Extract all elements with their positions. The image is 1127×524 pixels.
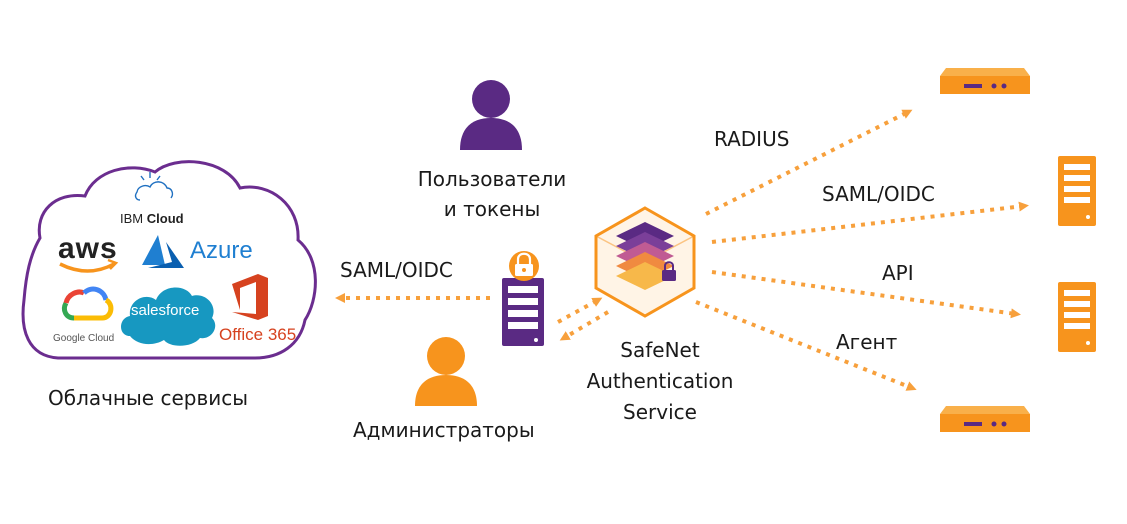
service-line1: SafeNet bbox=[620, 338, 700, 362]
tower-server-icon bbox=[1058, 282, 1096, 352]
proto-radius-label: RADIUS bbox=[714, 127, 790, 151]
proto-saml-right-label: SAML/OIDC bbox=[822, 182, 935, 206]
arrow-to-gateway bbox=[559, 310, 610, 341]
cloud-services-label: Облачные сервисы bbox=[48, 386, 249, 410]
cloud-icon bbox=[21, 160, 317, 360]
proto-left-label: SAML/OIDC bbox=[340, 258, 453, 282]
service-line3: Service bbox=[623, 400, 697, 424]
admin-icon bbox=[415, 337, 477, 406]
safenet-cube-icon bbox=[594, 206, 696, 318]
ibm-cloud-prefix: IBM bbox=[120, 211, 144, 226]
salesforce-logo: salesforce bbox=[131, 302, 200, 319]
azure-logo: Azure bbox=[190, 237, 253, 264]
proto-api-label: API bbox=[882, 261, 914, 285]
rack-server-icon bbox=[940, 406, 1030, 432]
gateway-lock-icon bbox=[502, 251, 544, 346]
arrow-saml-oidc bbox=[711, 201, 1029, 244]
salesforce-logo-icon bbox=[121, 287, 216, 346]
ibm-cloud-logo: IBM Cloud bbox=[120, 211, 184, 226]
service-label: SafeNet Authentication Service bbox=[580, 335, 740, 428]
users-tokens-line2: и токены bbox=[443, 197, 541, 221]
ibm-cloud-logo-icon bbox=[134, 172, 174, 201]
proto-agent-label: Агент bbox=[836, 330, 898, 354]
rack-server-icon bbox=[940, 68, 1030, 94]
ibm-cloud-suffix: Cloud bbox=[146, 211, 184, 226]
users-tokens-line1: Пользователи bbox=[417, 167, 567, 191]
office365-logo-icon bbox=[232, 274, 268, 320]
tower-server-icon bbox=[1058, 156, 1096, 226]
arrow-to-service bbox=[557, 297, 603, 324]
aws-smile-icon bbox=[59, 258, 119, 273]
aws-logo: aws bbox=[58, 232, 118, 265]
arrow-radius bbox=[705, 109, 913, 216]
office365-logo: Office 365 bbox=[219, 325, 297, 344]
azure-logo-icon bbox=[142, 235, 184, 268]
arrow-api bbox=[711, 270, 1021, 319]
user-icon bbox=[460, 80, 522, 150]
users-tokens-label: Пользователи и токены bbox=[402, 164, 582, 224]
google-cloud-logo-icon bbox=[61, 286, 114, 321]
google-cloud-logo: Google Cloud bbox=[53, 333, 115, 344]
service-line2: Authentication bbox=[586, 369, 734, 393]
arrow-agent bbox=[695, 300, 917, 391]
admins-label: Администраторы bbox=[353, 418, 535, 442]
